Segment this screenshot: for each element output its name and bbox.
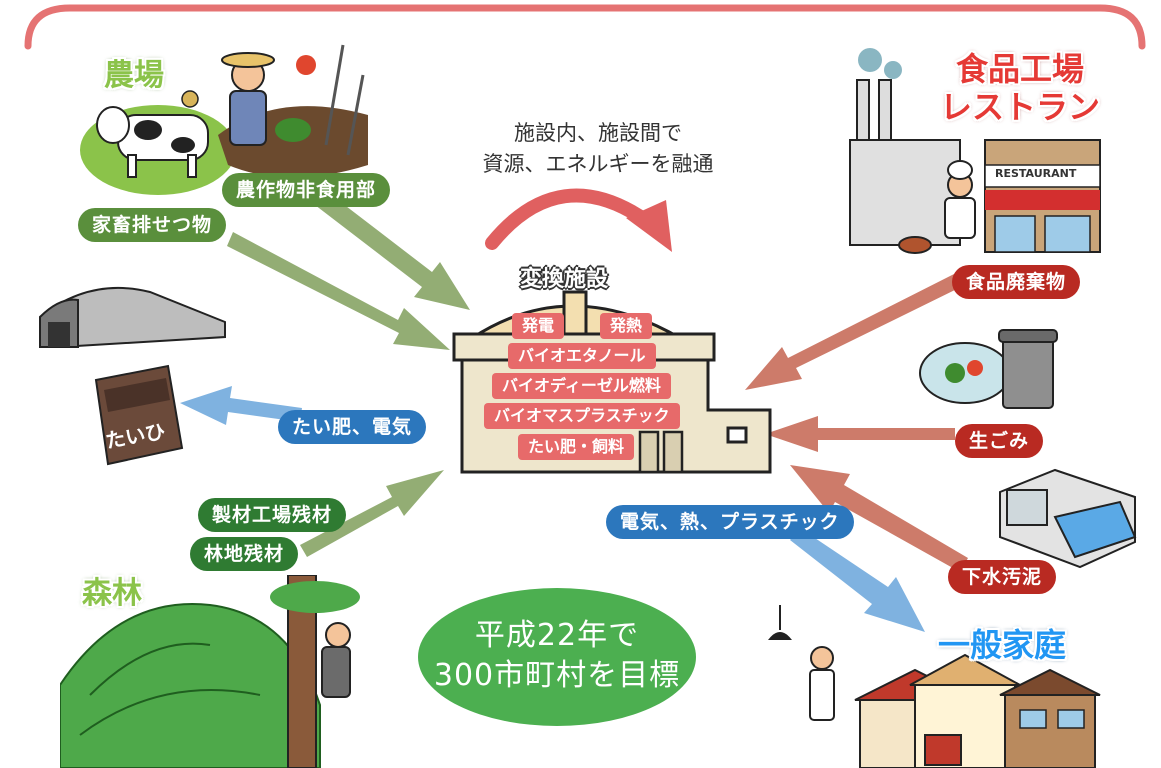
label-kitchen-garbage: 生ごみ [955,424,1044,458]
label-electricity-heat-plastic: 電気、熱、プラスチック [606,505,854,539]
caption-line2: 資源、エネルギーを融通 [482,152,714,176]
label-compost-electricity: たい肥、電気 [278,410,427,444]
product-power: 発電 [512,313,565,339]
label-food-waste: 食品廃棄物 [952,265,1081,299]
arrow-foodwaste-to-facility [745,272,965,390]
arrow-sludge-to-facility [790,465,968,572]
label-sawmill-residue: 製材工場残材 [198,498,347,532]
food-title-line2: レストラン [939,88,1100,126]
household-illustration [768,605,1101,768]
product-biodiesel: バイオディーゼル燃料 [492,373,671,399]
arrow-garbage-to-facility [765,416,955,452]
label-sewage-sludge: 下水汚泥 [948,560,1057,594]
garbage-illustration [919,329,1058,409]
label-livestock-manure: 家畜排せつ物 [78,208,227,242]
arrow-facility-to-compost [180,386,302,425]
caption: 施設内、施設間で 資源、エネルギーを融通 [448,118,748,180]
farm-illustration [80,44,368,195]
goal-line1: 平成22年で [474,618,640,653]
caption-line1: 施設内、施設間で [514,121,682,145]
label-crop-residue: 農作物非食用部 [222,173,391,207]
compost-bag-illustration [94,364,184,466]
product-heat: 発熱 [600,313,653,339]
restaurant-illustration [849,48,1101,254]
product-compost-feed: たい肥・飼料 [518,434,635,460]
greenhouse-illustration [39,286,226,348]
food-title: 食品工場 レストラン [935,50,1105,126]
goal-line2: 300市町村を目標 [433,658,681,693]
label-forest-residue: 林地残材 [190,537,299,571]
forest-title: 森林 [82,576,142,611]
household-title: 一般家庭 [938,626,1067,664]
farm-title: 農場 [104,58,164,93]
product-bioethanol: バイオエタノール [508,343,656,369]
arrow-crops-to-facility [315,190,470,310]
arrow-facility-to-home [790,528,925,632]
circulation-arrow [485,188,672,252]
top-bracket [24,4,1146,50]
forest-illustration [60,575,360,768]
goal-oval: 平成22年で 300市町村を目標 [418,588,696,726]
sewage-plant-illustration [999,468,1137,569]
arrow-manure-to-facility [227,232,450,350]
product-bioplastic: バイオマスプラスチック [484,403,680,429]
food-title-line1: 食品工場 [955,50,1084,88]
facility-title: 変換施設 [520,267,609,292]
restaurant-sign: RESTAURANT [995,167,1077,180]
arrow-lumber-to-facility [300,470,444,557]
